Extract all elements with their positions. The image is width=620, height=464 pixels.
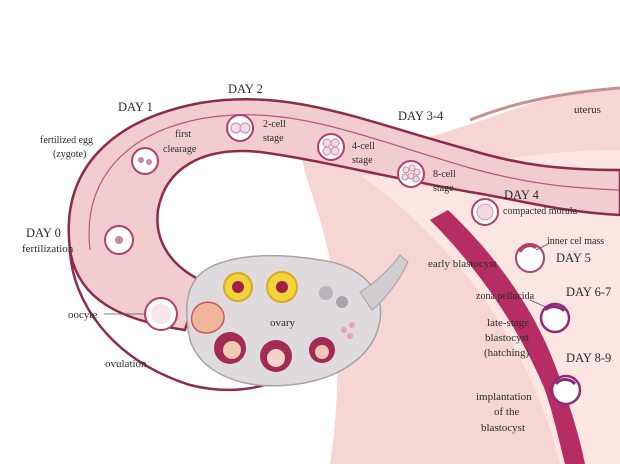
- label-implantation: implantation: [476, 391, 532, 403]
- label-hatching: (hatching): [484, 347, 530, 359]
- label-oocyte: oocyte: [68, 309, 97, 321]
- mature-follicle-2: [266, 271, 298, 303]
- label-day1: DAY 1: [118, 100, 153, 114]
- rupturing-follicle: [190, 301, 225, 334]
- fallopian-tube: [67, 97, 620, 332]
- label-2-cell-stage: stage: [263, 133, 284, 144]
- zygote: [131, 147, 159, 175]
- label-of-the: of the: [494, 406, 519, 418]
- follicle-2: [260, 340, 292, 372]
- label-blastocyst: blastocyst: [485, 332, 529, 344]
- label-clearage: clearage: [163, 144, 197, 155]
- fertilized-oocyte-day0: [104, 225, 134, 255]
- label-day89: DAY 8-9: [566, 351, 611, 365]
- label-zona-pellucida: zona pellucida: [476, 291, 535, 302]
- label-compacted-morula: compacted morula: [503, 206, 578, 217]
- label-uterus: uterus: [574, 104, 601, 116]
- label-ovulation: ovulation: [105, 358, 147, 370]
- label-day67: DAY 6-7: [566, 285, 611, 299]
- uterus-outer-edge: [469, 86, 620, 122]
- label-day0: DAY 0: [26, 226, 61, 240]
- mature-follicle-1: [223, 272, 253, 302]
- label-fertilized-egg: fertilized egg: [40, 135, 93, 146]
- implanting-blastocyst: [550, 374, 582, 406]
- label-inner-cell-mass: inner cel mass: [547, 236, 604, 247]
- label-zygote: (zygote): [53, 149, 86, 160]
- corpus-luteum: [319, 286, 348, 308]
- label-early-blastocyst: early blastocyst: [428, 258, 497, 270]
- late-stage-blastocyst: [539, 302, 571, 334]
- small-follicles: [341, 322, 355, 339]
- follicle-1: [214, 332, 246, 364]
- early-blastocyst: [515, 243, 545, 273]
- label-fertilization: fertilization: [22, 243, 74, 255]
- label-8-cell-stage: stage: [433, 183, 454, 194]
- compacted-morula: [471, 198, 499, 226]
- label-day5: DAY 5: [556, 251, 591, 265]
- label-late-stage: late-stage: [487, 317, 529, 329]
- label-2-cell: 2-cell: [263, 119, 286, 130]
- label-8-cell: 8-cell: [433, 169, 456, 180]
- label-implantation-blastocyst: blastocyst: [481, 422, 525, 434]
- label-day34: DAY 3-4: [398, 109, 444, 123]
- label-day4: DAY 4: [504, 188, 540, 202]
- ovarian-ligament: [359, 254, 409, 311]
- two-cell-embryo: [226, 114, 254, 142]
- endometrium-lining: [430, 210, 585, 464]
- four-cell-embryo: [317, 133, 345, 161]
- fallopian-tube-inner: [88, 114, 620, 251]
- follicle-3: [309, 337, 335, 363]
- label-4-cell: 4-cell: [352, 141, 375, 152]
- eight-cell-embryo: [397, 160, 425, 188]
- ovulation-path: [68, 249, 281, 392]
- inner-cell-mass-leader: [535, 243, 549, 251]
- oocyte: [144, 297, 178, 331]
- label-4-cell-stage: stage: [352, 155, 373, 166]
- label-first: first: [175, 129, 191, 140]
- label-day2: DAY 2: [228, 82, 263, 96]
- label-ovary: ovary: [270, 317, 296, 329]
- zona-pellucida-leader: [529, 299, 549, 309]
